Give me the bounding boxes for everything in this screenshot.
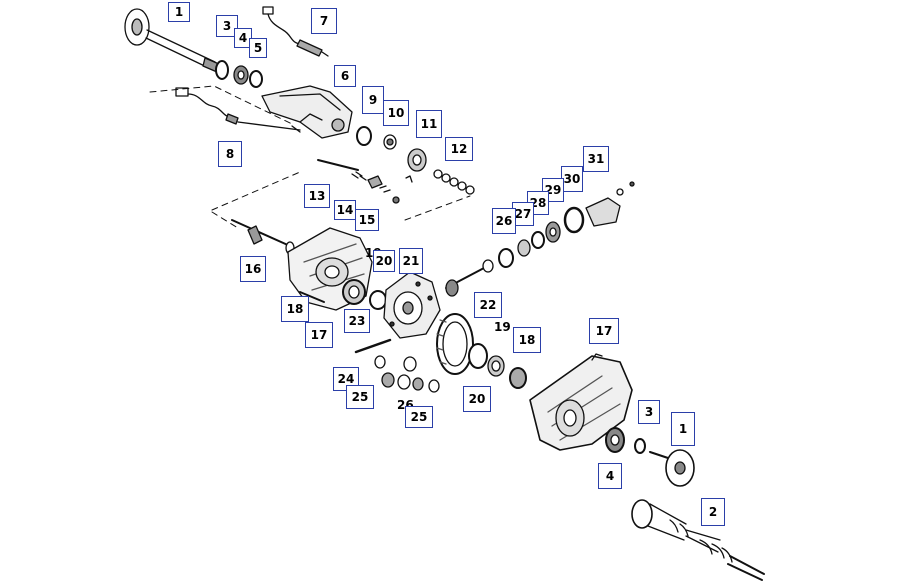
housing-half-lower: [529, 353, 633, 451]
label-17-upper: 17: [305, 322, 333, 348]
label-8: 8: [218, 141, 242, 167]
bearing-upper: [215, 60, 263, 88]
pinion-bearing-stack: [482, 181, 635, 273]
side-bearing-upper: [342, 279, 387, 310]
label-3-lower: 3: [638, 400, 660, 424]
label-25-right: 25: [405, 406, 433, 428]
axle-flange-lower: [649, 449, 695, 487]
label-20-lower: 20: [463, 386, 491, 412]
pinion-shaft-parts: [317, 159, 400, 204]
ring-gear: [436, 313, 474, 375]
label-12: 12: [445, 137, 473, 161]
label-2: 2: [701, 498, 725, 526]
cover-plate-upper: [261, 85, 353, 139]
pinion-gear: [445, 267, 485, 297]
label-23: 23: [344, 309, 370, 333]
label-1-upper: 1: [168, 2, 190, 22]
label-21: 21: [399, 248, 423, 274]
spider-gears: [354, 338, 440, 393]
cv-half-shaft: [631, 499, 765, 581]
label-5-upper: 5: [249, 38, 267, 58]
label-31: 31: [583, 146, 609, 172]
label-27: 27: [512, 202, 534, 226]
gear-parts-row: [356, 126, 475, 195]
label-11: 11: [416, 110, 442, 138]
label-13: 13: [304, 184, 330, 208]
label-6: 6: [334, 65, 356, 87]
label-25-left: 25: [346, 385, 374, 409]
label-26-upper: 26: [492, 208, 516, 234]
label-9: 9: [362, 86, 384, 114]
wire-harness: [175, 87, 301, 131]
label-3-upper: 3: [216, 15, 238, 37]
guide-lines: [149, 85, 471, 229]
label-22: 22: [474, 292, 502, 318]
label-19-lower: 19: [494, 320, 511, 334]
label-1-lower: 1: [671, 412, 695, 446]
side-bearing-lower: [468, 343, 527, 389]
label-18-upper: 18: [281, 296, 309, 322]
speed-sensor-upper: [262, 6, 329, 57]
differential-case: [383, 271, 441, 339]
label-20-upper: 20: [373, 250, 395, 272]
label-30: 30: [561, 166, 583, 192]
label-14: 14: [334, 200, 356, 220]
label-4-lower: 4: [598, 463, 622, 489]
axle-shaft-upper: [124, 8, 220, 73]
label-18-lower: 18: [513, 327, 541, 353]
label-17-lower: 17: [589, 318, 619, 344]
label-7: 7: [311, 8, 337, 34]
pinion-shaft-16: [231, 219, 295, 255]
label-10: 10: [383, 100, 409, 126]
label-16: 16: [240, 256, 266, 282]
bearing-lower: [605, 427, 646, 454]
label-15: 15: [355, 209, 379, 231]
